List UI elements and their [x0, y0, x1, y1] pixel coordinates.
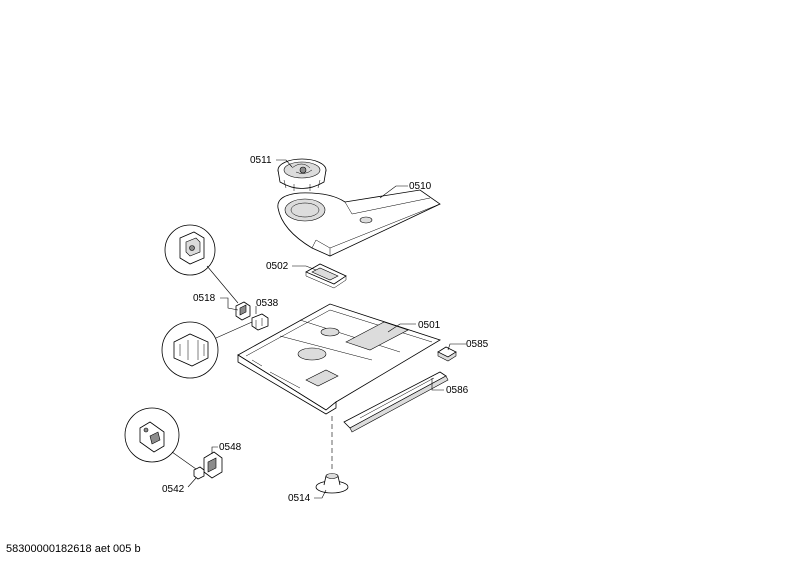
callout-0548: 0548 [219, 442, 242, 453]
strip-0586-part [343, 371, 449, 433]
callout-0538: 0538 [256, 298, 279, 309]
callout-0586: 0586 [446, 385, 469, 396]
callout-0511: 0511 [250, 155, 272, 166]
bracket-0538-part [251, 313, 269, 331]
bracket-0502-part [305, 263, 347, 289]
callout-0502: 0502 [266, 261, 289, 272]
callout-0542: 0542 [162, 484, 185, 495]
detail-circle-0538 [161, 321, 253, 379]
switch-0518-part [235, 301, 251, 321]
callout-0501: 0501 [418, 320, 441, 331]
fan-wheel-part [277, 158, 327, 191]
callout-0518: 0518 [193, 293, 216, 304]
callout-0585: 0585 [466, 339, 489, 350]
foot-0514-part [315, 473, 349, 494]
clip-0585-part [437, 346, 457, 362]
callout-0510: 0510 [409, 181, 432, 192]
leader-lines [187, 159, 466, 499]
callout-0514: 0514 [288, 493, 311, 504]
document-code: 58300000182618 aet 005 b [6, 543, 141, 555]
screw-0542-part [193, 466, 205, 480]
top-cover-part [277, 189, 441, 257]
sensor-0548-part [203, 451, 223, 479]
detail-circle-0518 [164, 224, 239, 304]
base-tray-part [237, 303, 441, 415]
detail-circle-0542 [124, 407, 197, 470]
